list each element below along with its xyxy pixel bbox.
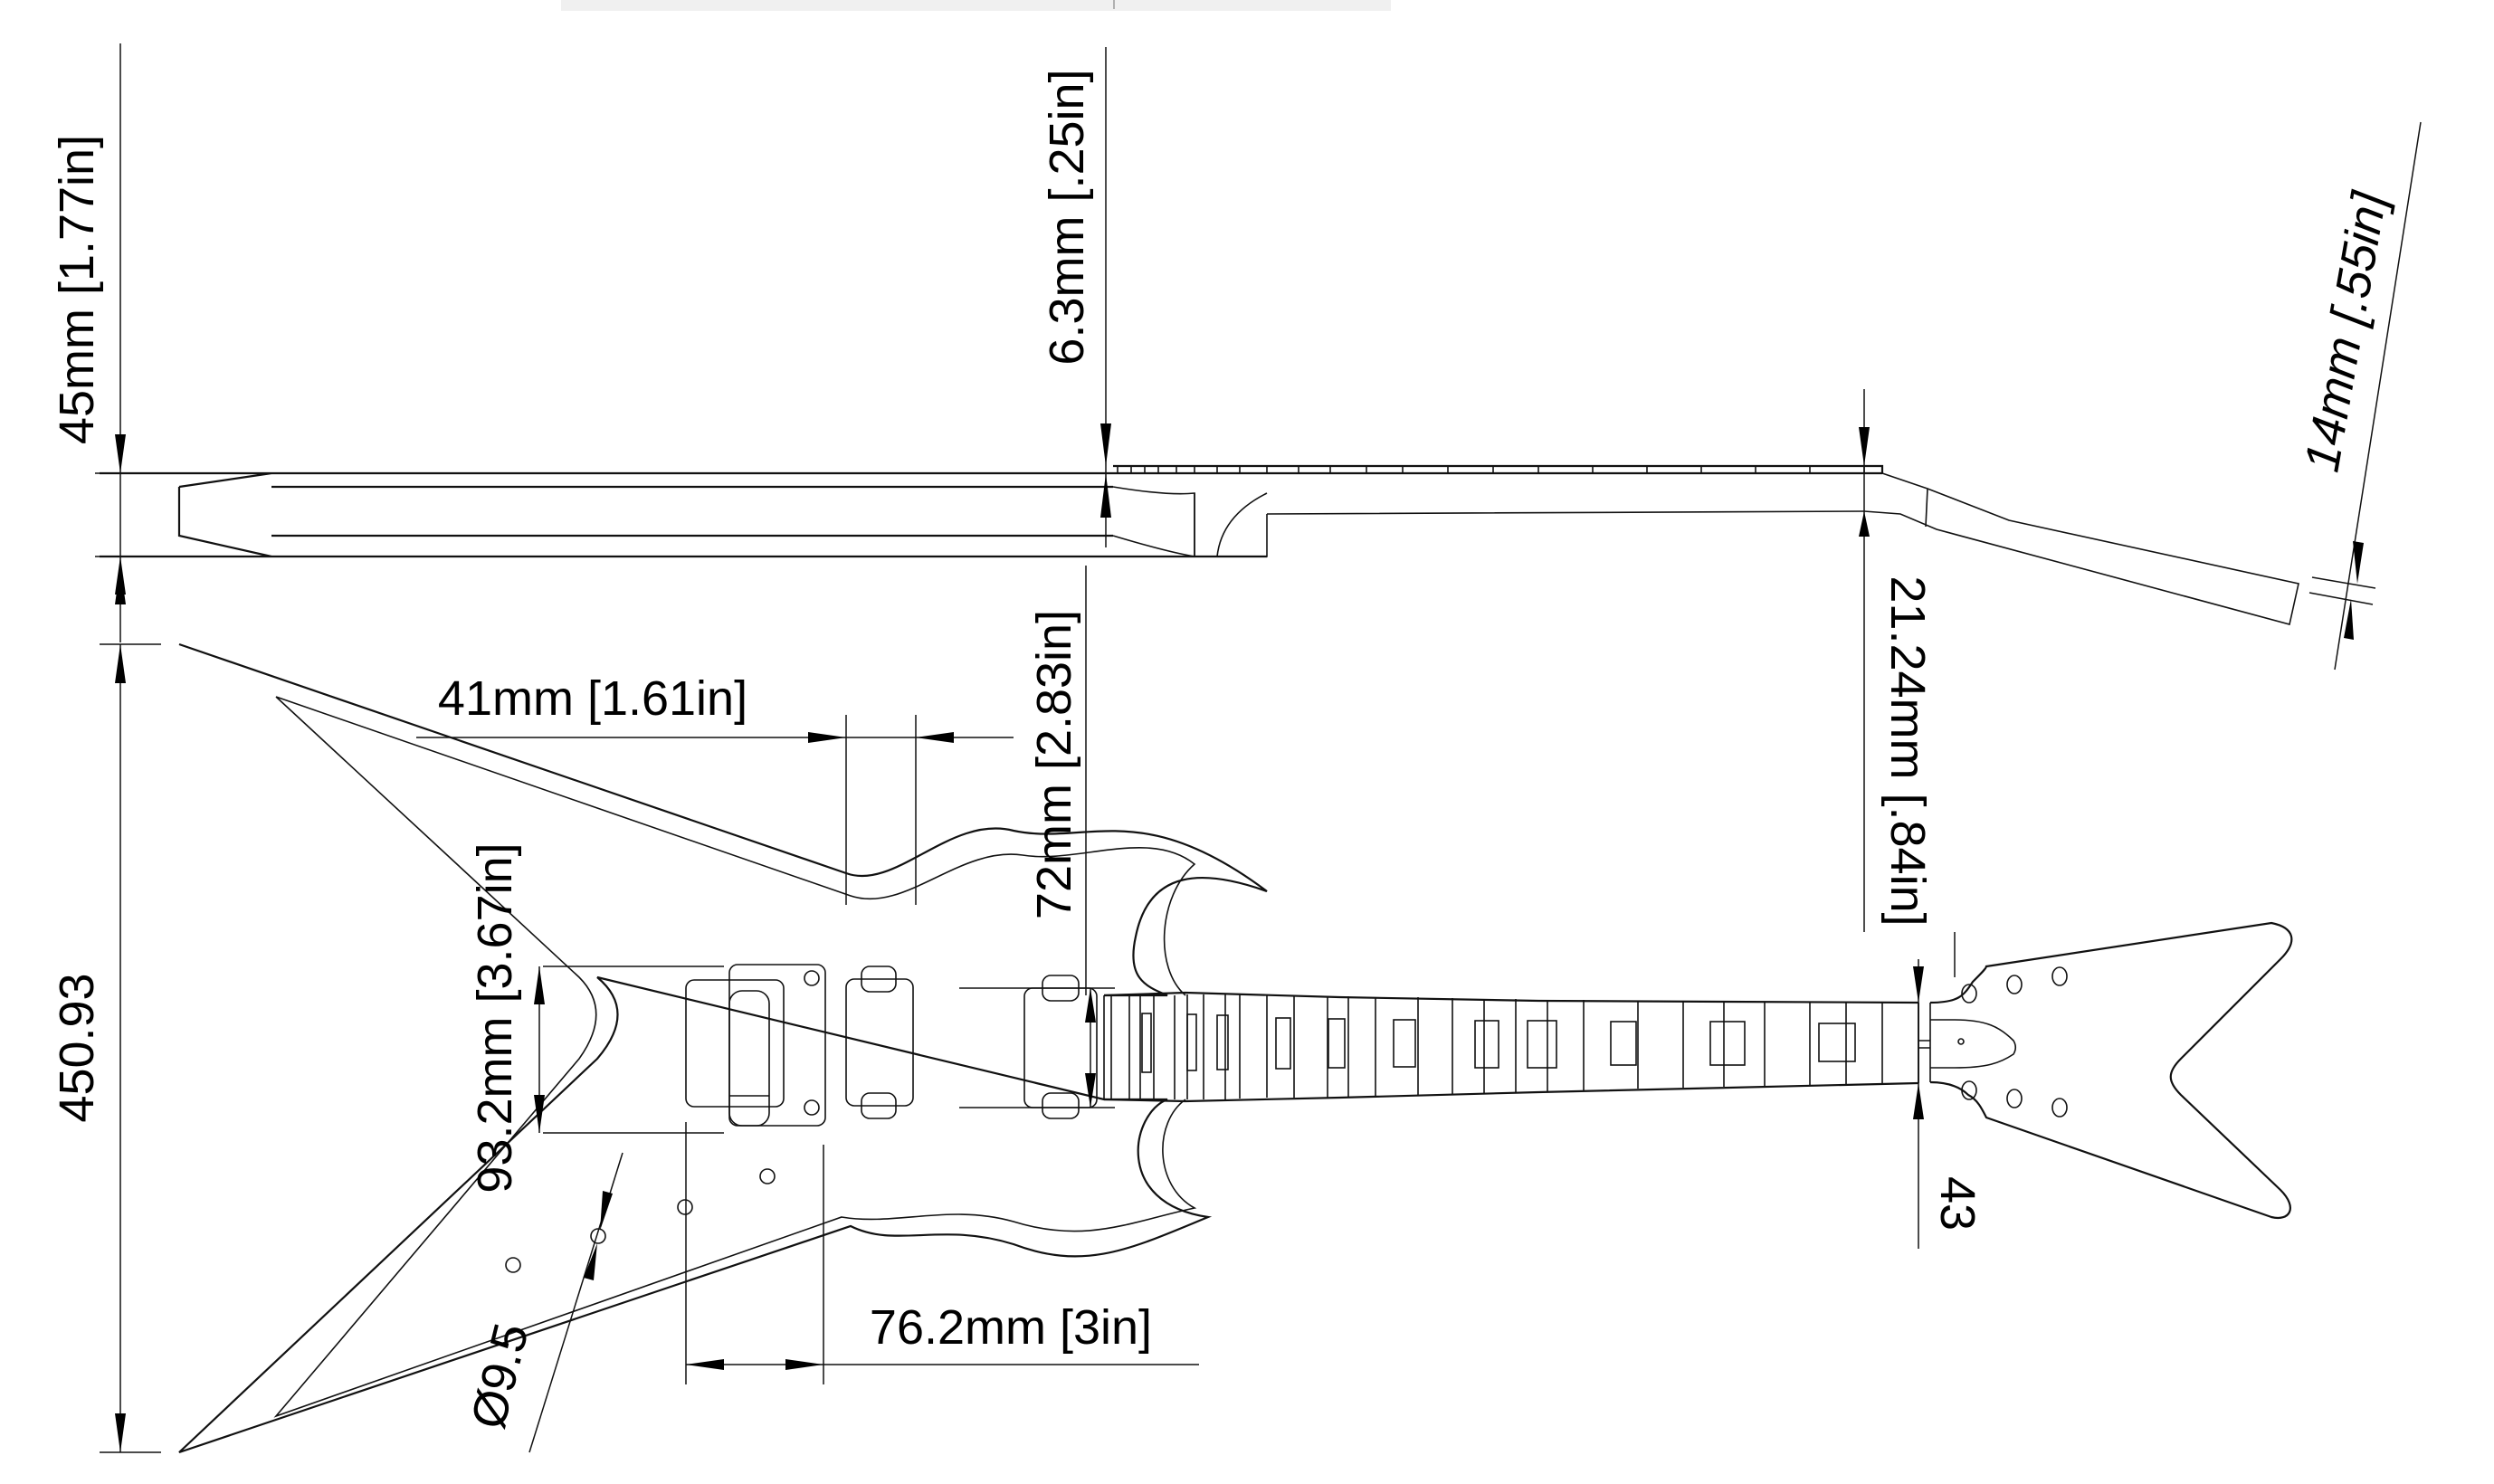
top-strip-divider (1113, 0, 1115, 9)
dim-headstock-thickness: 14mm [.55in] (2295, 121, 2422, 671)
dim-label-pickup-spacing: 41mm [1.61in] (438, 671, 747, 726)
dim-label-bridge-width: 93.2mm [3.67in] (468, 842, 522, 1193)
dim-body-length: 450.93 (50, 566, 161, 1453)
dim-bridge-width: 93.2mm [3.67in] (468, 842, 724, 1194)
dim-neck-pocket-width: 72mm [2.83in] (959, 566, 1115, 1108)
dim-fretboard-thickness: 6.3mm [.25in] (1040, 47, 1111, 547)
dim-label-neck-pocket-width: 72mm [2.83in] (1027, 610, 1081, 919)
dim-label-control-hole-diameter: Ø9.5 (461, 1318, 539, 1434)
dim-label-bridge-offset: 76.2mm [3in] (870, 1300, 1152, 1355)
dim-bridge-offset: 76.2mm [3in] (685, 1122, 1199, 1384)
top-strip (561, 0, 1391, 11)
dim-label-headstock-thickness: 14mm [.55in] (2295, 186, 2398, 476)
dim-label-nut-width: 43 (1930, 1176, 1985, 1231)
side-profile (100, 464, 2299, 625)
dim-nut-width: 43 (1913, 959, 1985, 1249)
dim-label-body-length: 450.93 (50, 973, 104, 1122)
dim-body-thickness: 45mm [1.77in] (50, 43, 244, 604)
dim-pickup-spacing: 41mm [1.61in] (416, 671, 1014, 905)
dim-label-neck-depth: 21.24mm [.84in] (1880, 576, 1935, 926)
top-view (178, 642, 2293, 1454)
dim-label-body-thickness: 45mm [1.77in] (50, 135, 104, 444)
dim-neck-depth: 21.24mm [.84in] (1859, 389, 1956, 977)
dim-label-fretboard-thickness: 6.3mm [.25in] (1040, 69, 1094, 365)
